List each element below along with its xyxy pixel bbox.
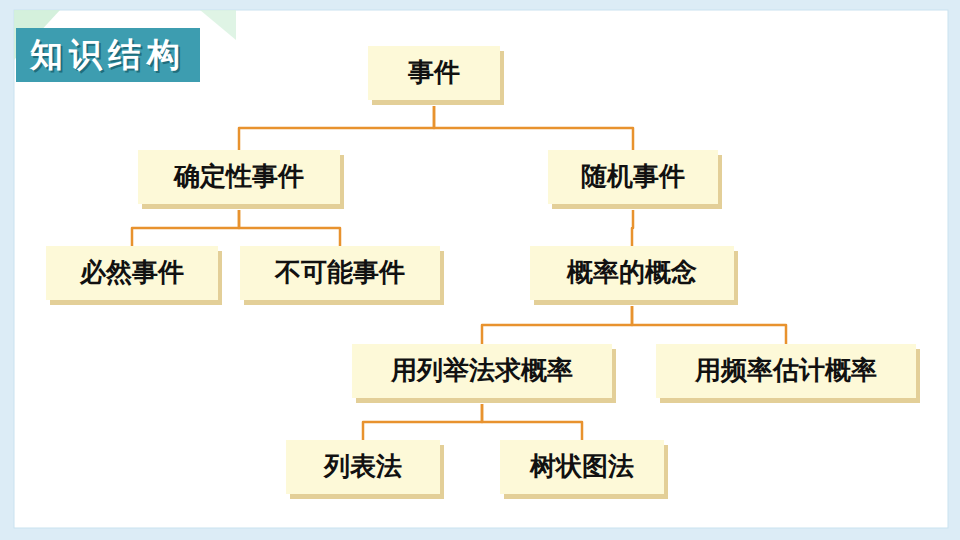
concept-box: 用频率估计概率: [656, 344, 916, 398]
concept-label: 用频率估计概率: [695, 355, 877, 386]
concept-label: 确定性事件: [174, 161, 304, 192]
bracket-connector: [239, 106, 434, 150]
concept-label: 树状图法: [530, 451, 634, 482]
concept-box: 用列举法求概率: [352, 344, 612, 398]
concept-box: 概率的概念: [530, 246, 734, 300]
concept-label: 随机事件: [581, 161, 685, 192]
concept-box: 不可能事件: [240, 246, 440, 300]
title-tab: 知识结构: [16, 28, 200, 82]
concept-label: 概率的概念: [567, 257, 697, 288]
bracket-connector: [482, 404, 582, 440]
concept-box: 事件: [368, 46, 500, 100]
concept-box: 随机事件: [548, 150, 718, 204]
concept-label: 用列举法求概率: [391, 355, 573, 386]
bracket-connector: [482, 306, 632, 344]
concept-label: 列表法: [324, 451, 402, 482]
slide-panel: [14, 10, 948, 528]
concept-label: 不可能事件: [275, 257, 405, 288]
bracket-connector: [434, 106, 633, 150]
concept-box: 确定性事件: [138, 150, 340, 204]
concept-label: 事件: [408, 57, 460, 88]
title-text: 知识结构: [30, 33, 186, 78]
concept-box: 必然事件: [46, 246, 218, 300]
corner-decoration: [200, 10, 236, 40]
concept-box: 树状图法: [500, 440, 664, 494]
bracket-connector: [632, 210, 633, 246]
bracket-connector: [239, 210, 340, 246]
concept-box: 列表法: [286, 440, 440, 494]
bracket-connector: [132, 210, 239, 246]
bracket-connector: [363, 404, 482, 440]
bracket-connector: [632, 306, 786, 344]
concept-label: 必然事件: [80, 257, 184, 288]
